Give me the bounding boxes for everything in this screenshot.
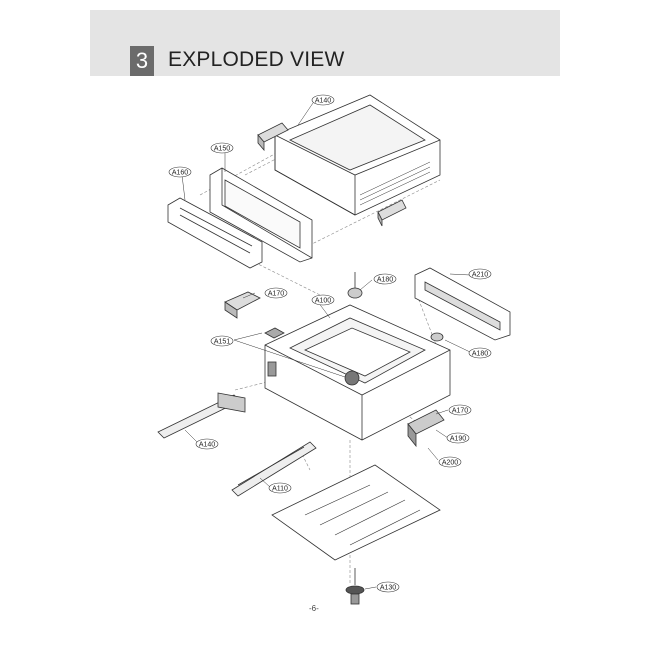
label-a100: A100: [311, 294, 335, 306]
drawer-basket: [274, 94, 441, 216]
section-title: EXPLODED VIEW: [168, 48, 345, 71]
housing-seal-center: [344, 370, 360, 386]
svg-text:A210: A210: [472, 272, 488, 279]
page-number: -6-: [309, 604, 319, 613]
left-slide-rail: [157, 392, 246, 439]
housing-seal-left: [264, 327, 285, 339]
part-labels: A140 A150 A160 A170 A180 A210 A100 A151 …: [168, 94, 492, 593]
svg-text:A160: A160: [172, 170, 188, 177]
label-a130: A130: [376, 581, 400, 593]
section-number: 3: [130, 46, 154, 76]
drawer-handle: [167, 197, 263, 269]
label-a210: A210: [468, 268, 492, 280]
label-a180-top: A180: [373, 273, 397, 285]
bottom-cover: [271, 464, 441, 561]
label-a170-left: A170: [264, 287, 288, 299]
svg-text:A150: A150: [214, 146, 230, 153]
svg-text:A180: A180: [472, 351, 488, 358]
main-housing: [264, 304, 451, 441]
svg-text:A170: A170: [452, 408, 468, 415]
svg-text:A200: A200: [442, 460, 458, 467]
label-a140-top: A140: [311, 94, 335, 106]
bottom-slide-rail: [231, 441, 317, 497]
label-a160: A160: [168, 166, 192, 178]
svg-text:A190: A190: [450, 436, 466, 443]
right-clip: [407, 409, 445, 448]
label-a151: A151: [210, 335, 234, 347]
damper-knob: [347, 272, 363, 299]
svg-text:A151: A151: [214, 339, 230, 346]
svg-text:A170: A170: [268, 291, 284, 298]
svg-text:A110: A110: [272, 486, 288, 493]
label-a180-right: A180: [468, 347, 492, 359]
label-a200: A200: [438, 456, 462, 468]
label-a110: A110: [268, 482, 292, 494]
label-a170-right: A170: [448, 404, 472, 416]
label-a150: A150: [210, 142, 234, 154]
svg-text:A140: A140: [199, 442, 215, 449]
basket-bracket-lower: [377, 199, 407, 227]
svg-text:A140: A140: [315, 98, 331, 105]
cover-plate: [414, 267, 511, 341]
svg-text:A130: A130: [380, 585, 396, 592]
left-clip: [224, 291, 261, 319]
caster-foot: [345, 568, 365, 605]
front-panel: [209, 167, 313, 263]
leader-lines: [181, 102, 471, 590]
svg-text:A180: A180: [377, 277, 393, 284]
svg-text:A100: A100: [315, 298, 331, 305]
grommet: [430, 332, 444, 342]
label-a140-left: A140: [195, 438, 219, 450]
label-a190: A190: [446, 432, 470, 444]
basket-bracket-upper: [257, 122, 289, 152]
section-header: 3 EXPLODED VIEW: [90, 10, 560, 76]
